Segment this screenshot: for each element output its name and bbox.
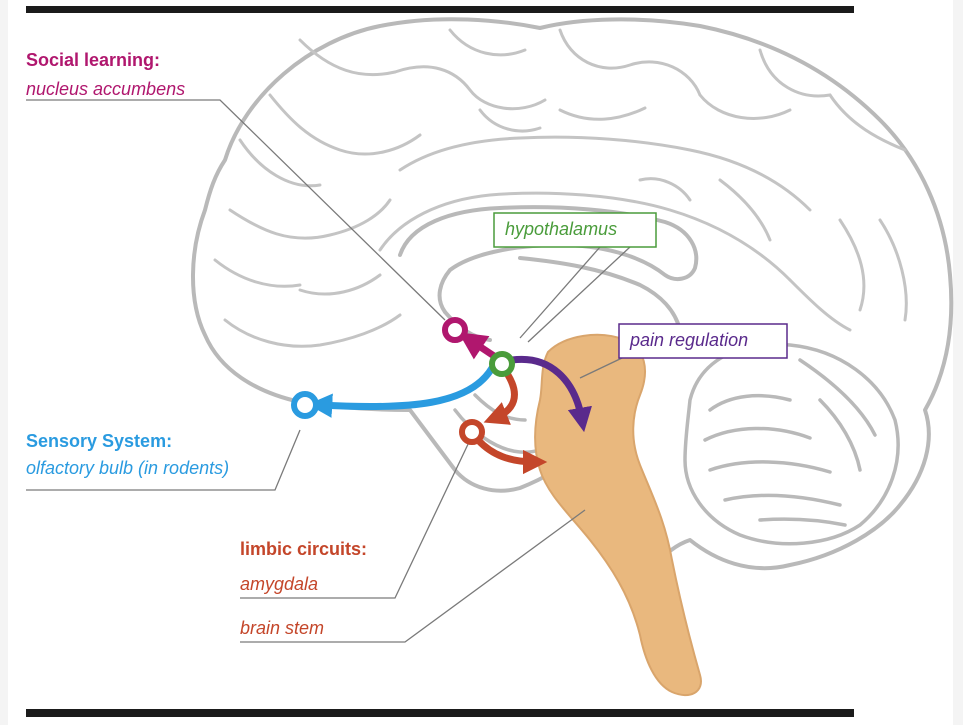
cerebellum <box>685 344 898 543</box>
sensory-system-heading: Sensory System: <box>26 430 172 452</box>
amygdala-node <box>462 422 482 442</box>
amygdala-label: amygdala <box>240 573 318 595</box>
bottom-rule <box>26 709 854 717</box>
hypothalamus-node <box>492 354 512 374</box>
olfactory-bulb-label: olfactory bulb (in rodents) <box>26 457 229 479</box>
nucleus-accumbens-node <box>445 320 465 340</box>
social-learning-heading: Social learning: <box>26 49 160 71</box>
limbic-circuits-heading: limbic circuits: <box>240 538 367 560</box>
nucleus-accumbens-label: nucleus accumbens <box>26 78 185 100</box>
hypothalamus-label: hypothalamus <box>497 216 625 242</box>
leader-lines <box>26 100 630 642</box>
pain-regulation-label: pain regulation <box>622 327 756 353</box>
sensory-arrow <box>320 368 492 407</box>
olfactory-bulb-node <box>294 394 316 416</box>
brain-stem-label: brain stem <box>240 617 324 639</box>
brain-stem <box>535 335 701 695</box>
brain-gyri <box>215 30 906 346</box>
social-arrow <box>470 340 494 356</box>
